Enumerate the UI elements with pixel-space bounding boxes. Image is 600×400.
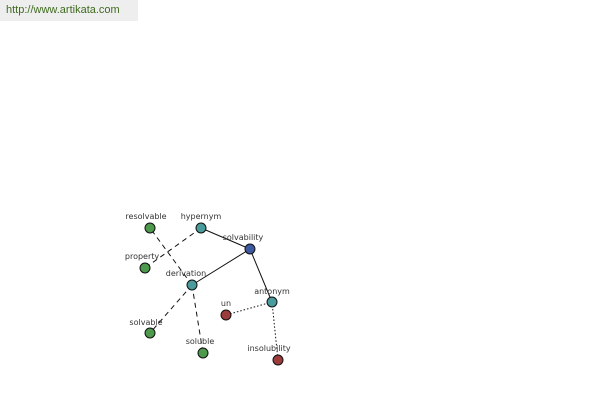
node-label-hypernym: hypernym [181, 212, 222, 221]
node-circle-soluble[interactable] [197, 347, 209, 359]
node-insolubility[interactable]: insolubility [247, 344, 291, 366]
edge-hypernym-property [144, 227, 202, 269]
node-solvability[interactable]: solvability [223, 233, 264, 255]
node-un[interactable]: un [220, 299, 232, 321]
node-circle-insolubility[interactable] [272, 354, 284, 366]
node-circle-resolvable[interactable] [144, 222, 156, 234]
edge-solvability-derivation [191, 248, 251, 286]
node-label-property: property [125, 252, 160, 261]
node-label-resolvable: resolvable [125, 212, 166, 221]
node-label-solvability: solvability [223, 233, 264, 242]
node-label-solvable: solvable [129, 318, 162, 327]
site-url-link[interactable]: http://www.artikata.com [0, 0, 138, 21]
node-label-un: un [221, 299, 231, 308]
edge-solvability-hypernym [200, 227, 251, 250]
node-derivation[interactable]: derivation [166, 269, 206, 291]
node-soluble[interactable]: soluble [186, 337, 215, 359]
node-label-antonym: antonym [254, 287, 290, 296]
edge-derivation-soluble [191, 284, 204, 354]
node-hypernym[interactable]: hypernym [181, 212, 222, 234]
node-circle-antonym[interactable] [266, 296, 278, 308]
node-resolvable[interactable]: resolvable [125, 212, 167, 234]
node-circle-hypernym[interactable] [195, 222, 207, 234]
node-antonym[interactable]: antonym [254, 287, 290, 308]
edge-solvability-antonym [249, 248, 273, 303]
edge-derivation-resolvable [149, 227, 193, 286]
node-label-derivation: derivation [166, 269, 206, 278]
edge-derivation-solvable [149, 284, 193, 334]
node-solvable[interactable]: solvable [129, 318, 163, 339]
node-circle-un[interactable] [220, 309, 232, 321]
node-property[interactable]: property [125, 252, 160, 274]
node-circle-derivation[interactable] [186, 279, 198, 291]
node-circle-solvable[interactable] [144, 327, 156, 339]
node-circle-solvability[interactable] [244, 243, 256, 255]
node-label-soluble: soluble [186, 337, 215, 346]
edge-antonym-un [225, 301, 273, 316]
node-label-insolubility: insolubility [247, 344, 291, 353]
node-circle-property[interactable] [139, 262, 151, 274]
edge-antonym-insolubility [271, 301, 279, 361]
